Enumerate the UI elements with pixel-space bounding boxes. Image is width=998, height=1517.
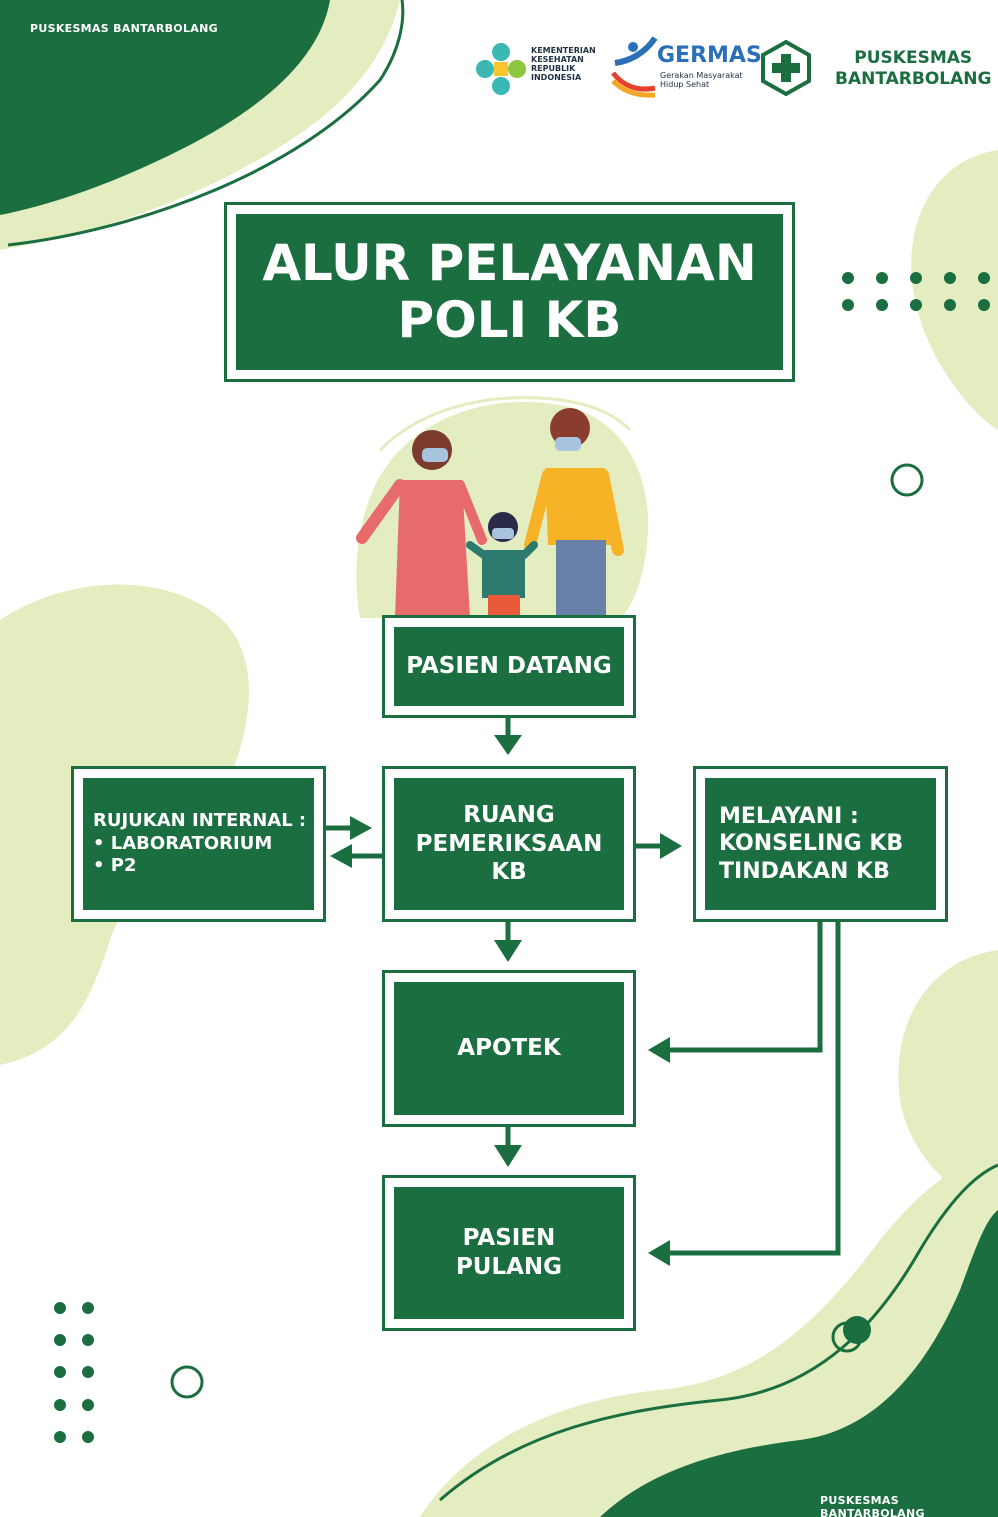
title-line-1: ALUR PELAYANAN — [262, 233, 757, 292]
pharmacy-box: APOTEK — [382, 970, 636, 1127]
service-inner: MELAYANI : KONSELING KB TINDAKAN KB — [705, 778, 936, 910]
kemenkes-logo-icon — [476, 43, 526, 95]
kemenkes-logo: KEMENTERIAN KESEHATAN REPUBLIK INDONESIA — [475, 40, 600, 98]
puskesmas-logo-line-2: BANTARBOLANG — [835, 69, 992, 89]
service-box: MELAYANI : KONSELING KB TINDAKAN KB — [693, 766, 948, 922]
title-line-2: POLI KB — [397, 291, 622, 349]
germas-logo: GERMAS Gerakan Masyarakat Hidup Sehat — [605, 33, 762, 98]
discharge-box: PASIEN PULANG — [382, 1175, 636, 1331]
germas-title: GERMAS — [657, 43, 762, 68]
exam-line-1: RUANG — [463, 801, 555, 828]
service-item-counseling: KONSELING KB — [719, 831, 904, 857]
puskesmas-logo-line-1: PUSKESMAS — [854, 48, 973, 68]
referral-heading: RUJUKAN INTERNAL : — [93, 810, 307, 832]
top-brand-label: PUSKESMAS BANTARBOLANG — [30, 22, 218, 35]
pharmacy-label: APOTEK — [394, 982, 624, 1115]
kemenkes-line-3: REPUBLIK — [531, 64, 576, 73]
title-inner: ALUR PELAYANAN POLI KB — [236, 214, 783, 370]
referral-item-lab: • LABORATORIUM — [93, 832, 273, 854]
arrival-box: PASIEN DATANG — [382, 615, 636, 718]
family-illustration — [356, 396, 649, 618]
service-heading: MELAYANI : — [719, 803, 859, 829]
discharge-line-1: PASIEN — [462, 1225, 556, 1252]
exam-line-3: KB — [491, 859, 527, 886]
referral-box: RUJUKAN INTERNAL : • LABORATORIUM • P2 — [71, 766, 326, 922]
puskesmas-logo: PUSKESMAS BANTARBOLANG — [760, 40, 992, 98]
referral-inner: RUJUKAN INTERNAL : • LABORATORIUM • P2 — [83, 778, 314, 910]
discharge-line-2: PULANG — [455, 1254, 563, 1280]
discharge-inner: PASIEN PULANG — [394, 1187, 624, 1319]
kemenkes-line-4: INDONESIA — [531, 73, 582, 82]
exam-line-2: PEMERIKSAAN — [415, 830, 603, 857]
puskesmas-logo-icon — [761, 40, 811, 96]
bottom-brand-label: PUSKESMAS BANTARBOLANG — [820, 1494, 925, 1517]
kemenkes-line-2: KESEHATAN — [531, 55, 584, 64]
title-box: ALUR PELAYANAN POLI KB — [224, 202, 795, 382]
referral-item-p2: • P2 — [93, 855, 137, 877]
arrival-label: PASIEN DATANG — [394, 627, 624, 706]
germas-sub-1: Gerakan Masyarakat — [660, 71, 743, 80]
exam-room-inner: RUANG PEMERIKSAAN KB — [394, 778, 624, 910]
germas-sub-2: Hidup Sehat — [660, 80, 710, 89]
kemenkes-line-1: KEMENTERIAN — [531, 46, 596, 55]
germas-logo-icon — [611, 36, 658, 98]
service-item-procedure: TINDAKAN KB — [719, 858, 890, 884]
exam-room-box: RUANG PEMERIKSAAN KB — [382, 766, 636, 922]
